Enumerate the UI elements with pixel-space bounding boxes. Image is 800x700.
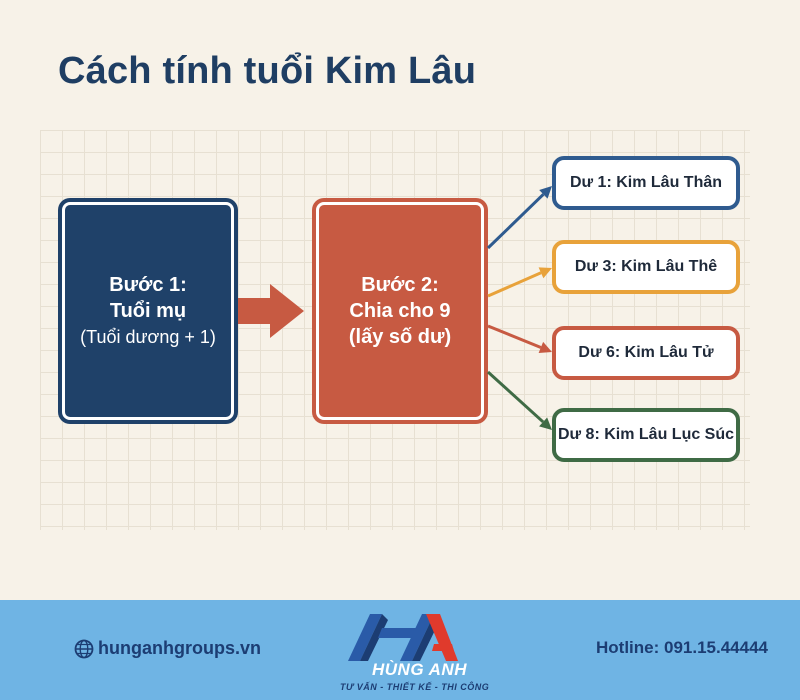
result-box-4: Dư 8: Kim Lâu Lục Súc bbox=[552, 408, 740, 462]
result-label-4: Dư 8: Kim Lâu Lục Súc bbox=[557, 426, 735, 443]
website-text: hunganhgroups.vn bbox=[98, 638, 261, 658]
logo-mark-icon bbox=[348, 614, 458, 661]
step2-note: (lấy số dư) bbox=[348, 326, 452, 348]
result-label-2: Dư 3: Kim Lâu Thê bbox=[574, 258, 718, 275]
company-logo: HÙNG ANH TƯ VẤN - THIẾT KẾ - THI CÔNG bbox=[330, 606, 489, 698]
branch-line-4 bbox=[486, 370, 545, 424]
result-label-3: Dư 6: Kim Lâu Tử bbox=[578, 344, 714, 361]
step2-title: Chia cho 9 bbox=[349, 300, 451, 322]
connector-arrows bbox=[238, 186, 552, 430]
result-box-3: Dư 6: Kim Lâu Tử bbox=[552, 326, 740, 380]
branch-arrowhead-3 bbox=[538, 341, 552, 354]
branch-arrowhead-4 bbox=[539, 417, 552, 430]
step1-box: Bước 1: Tuổi mụ (Tuổi dương + 1) bbox=[58, 198, 238, 424]
footer-bar: hunganhgroups.vn HÙNG ANH TƯ VẤN - THIẾT… bbox=[0, 600, 800, 700]
step1-title: Tuổi mụ bbox=[109, 300, 187, 322]
branch-line-1 bbox=[486, 193, 545, 250]
branch-line-3 bbox=[487, 324, 542, 349]
step1-heading: Bước 1: bbox=[109, 274, 187, 296]
step-arrow bbox=[238, 284, 304, 338]
globe-icon bbox=[74, 639, 94, 658]
logo-brand-text: HÙNG ANH bbox=[372, 660, 467, 679]
hotline-text: Hotline: 091.15.44444 bbox=[596, 638, 768, 657]
result-box-1: Dư 1: Kim Lâu Thân bbox=[552, 156, 740, 210]
step2-box: Bước 2: Chia cho 9 (lấy số dư) bbox=[312, 198, 488, 424]
step2-heading: Bước 2: bbox=[361, 274, 439, 296]
step1-note: (Tuổi dương + 1) bbox=[80, 327, 216, 347]
website-link[interactable]: hunganhgroups.vn bbox=[74, 638, 261, 659]
branch-arrowhead-2 bbox=[538, 267, 552, 279]
result-label-1: Dư 1: Kim Lâu Thân bbox=[569, 174, 723, 191]
logo-slogan-text: TƯ VẤN - THIẾT KẾ - THI CÔNG bbox=[340, 682, 490, 692]
result-box-2: Dư 3: Kim Lâu Thê bbox=[552, 240, 740, 294]
branch-line-2 bbox=[487, 271, 542, 298]
page-title: Cách tính tuổi Kim Lâu bbox=[58, 50, 477, 92]
branch-arrowhead-1 bbox=[539, 186, 552, 199]
